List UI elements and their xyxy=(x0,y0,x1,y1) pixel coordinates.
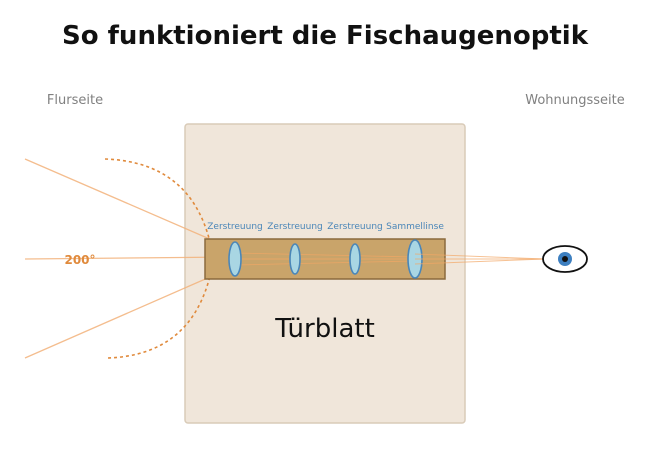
ray-lower xyxy=(24,265,236,359)
viewing-angle-label: 200° xyxy=(64,253,95,267)
inner-rays xyxy=(234,252,416,266)
out-ray-1 xyxy=(414,253,546,260)
eye-pupil xyxy=(562,256,568,262)
lens-label-4: Sammellinse xyxy=(386,222,444,232)
ray-center xyxy=(24,256,236,260)
diagram-title: So funktioniert die Fischaugenoptik xyxy=(62,21,589,51)
lens-3 xyxy=(349,243,361,275)
ray-upper xyxy=(24,158,236,251)
inner-ray-3 xyxy=(234,260,416,266)
lens-label-1: Zerstreuung xyxy=(207,222,263,232)
lens-label-2: Zerstreuung xyxy=(267,222,323,232)
lens-group xyxy=(228,239,423,279)
out-ray-3 xyxy=(414,258,546,265)
inner-ray-1 xyxy=(234,252,416,258)
inside-label: Wohnungsseite xyxy=(525,93,625,108)
outside-label: Flurseite xyxy=(47,93,103,108)
lens-1 xyxy=(228,241,242,277)
lens-label-3: Zerstreuung xyxy=(327,222,383,232)
outgoing-rays xyxy=(414,253,546,265)
lens-2 xyxy=(289,243,301,275)
incoming-rays xyxy=(24,158,236,359)
field-of-view-arc-lower xyxy=(107,275,211,359)
door-label: Türblatt xyxy=(274,314,375,344)
field-of-view-arc-upper xyxy=(104,158,211,243)
eye-icon xyxy=(542,245,588,273)
